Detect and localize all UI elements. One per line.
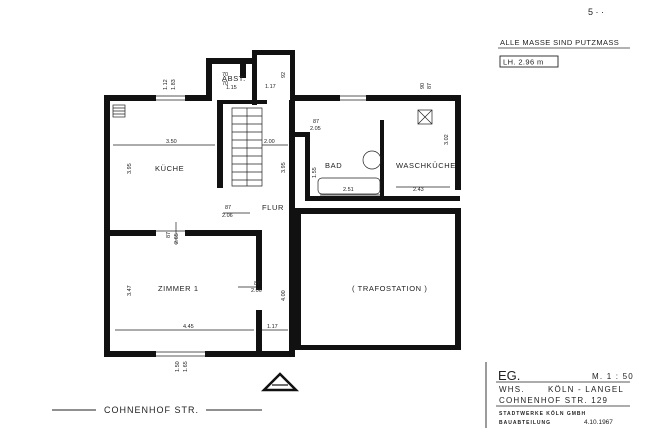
dim-bad-w: 2.51 [343,187,354,193]
dim-door-b-b: 2.05 [310,126,321,132]
dim-win-r-a: 90 [420,83,426,89]
dim-abst-a: 70 [222,72,228,78]
dim-zimmer-h: 3.47 [127,285,133,296]
dim-wasch-w: 2.43 [413,187,424,193]
details [112,95,450,357]
dim-zimmer-w: 4.45 [183,324,194,330]
room-abst: ABST. [222,74,246,83]
dim-win-top-a: 1.12 [163,79,169,90]
room-flur: FLUR [262,203,284,212]
dim-win-bot-a: 1.50 [175,361,181,372]
dim-flur-b: 1.17 [267,324,278,330]
room-zimmer1: ZIMMER 1 [158,284,199,293]
dim-door-k-b: 2.06 [222,213,233,219]
dimension-note: ALLE MASSE SIND PUTZMASS [500,38,619,47]
floor-label: EG. [498,368,520,383]
dim-abst-h: 92 [281,72,287,78]
street: COHNENHOF STR. [52,405,262,415]
lh-box [499,55,559,68]
street-label: COHNENHOF STR. [104,405,199,415]
dim-win-top-b: 1.83 [171,79,177,90]
city-label: KÖLN - LANGEL [548,385,624,394]
entrance-symbol [260,372,300,392]
dim-abst-b: 70 [222,81,228,87]
dim-door-z-a: 87 [254,281,260,287]
dim-flur-h: 3.95 [281,162,287,173]
room-kueche: KÜCHE [155,164,184,173]
page-number: 5 · · [588,7,604,17]
dim-flur-w: 2.00 [264,139,275,145]
dim-abst-w: 1.15 [226,85,237,91]
dim-wasch-h: 3.02 [444,134,450,145]
room-height: LH. 2.96 m [503,58,544,67]
room-waschkueche: WASCHKÜCHE [396,161,456,170]
title-block: EG. M. 1 : 50 WHS. KÖLN - LANGEL COHNENH… [485,362,634,428]
room-bad: BAD [325,161,342,170]
org-label: STADTWERKE KÖLN GMBH [499,410,586,417]
dim-win-r-b: 87 [427,83,433,89]
street-address: COHNENHOF STR. 129 [499,396,608,405]
dim-door-z-b: 2.06 [251,288,262,294]
dim-abst-b2: 1.17 [265,84,276,90]
walls [104,50,461,357]
dept-label: BAUABTEILUNG [499,420,551,426]
dim-flur-h2: 4.00 [281,290,287,301]
dim-kueche-h: 3.95 [127,163,133,174]
dim-door-k-a: 87 [225,205,231,211]
dim-kueche-w: 3.50 [166,139,177,145]
date-label: 4.10.1967 [584,419,613,426]
dim-win-bot-b: 1.65 [183,361,189,372]
dim-door-v-a: 87 [166,232,172,238]
dim-door-v-b: 2.65 [174,233,180,244]
dim-door-b-a: 87 [313,119,319,125]
dim-bad-h: 1.55 [312,167,318,178]
whs-label: WHS. [499,385,525,394]
scale-label: M. 1 : 50 [592,372,634,381]
dimensions: 3.50 3.95 4.45 3.47 2.00 3.95 4.00 1.17 … [127,72,450,372]
room-trafostation: ( TRAFOSTATION ) [352,284,427,293]
